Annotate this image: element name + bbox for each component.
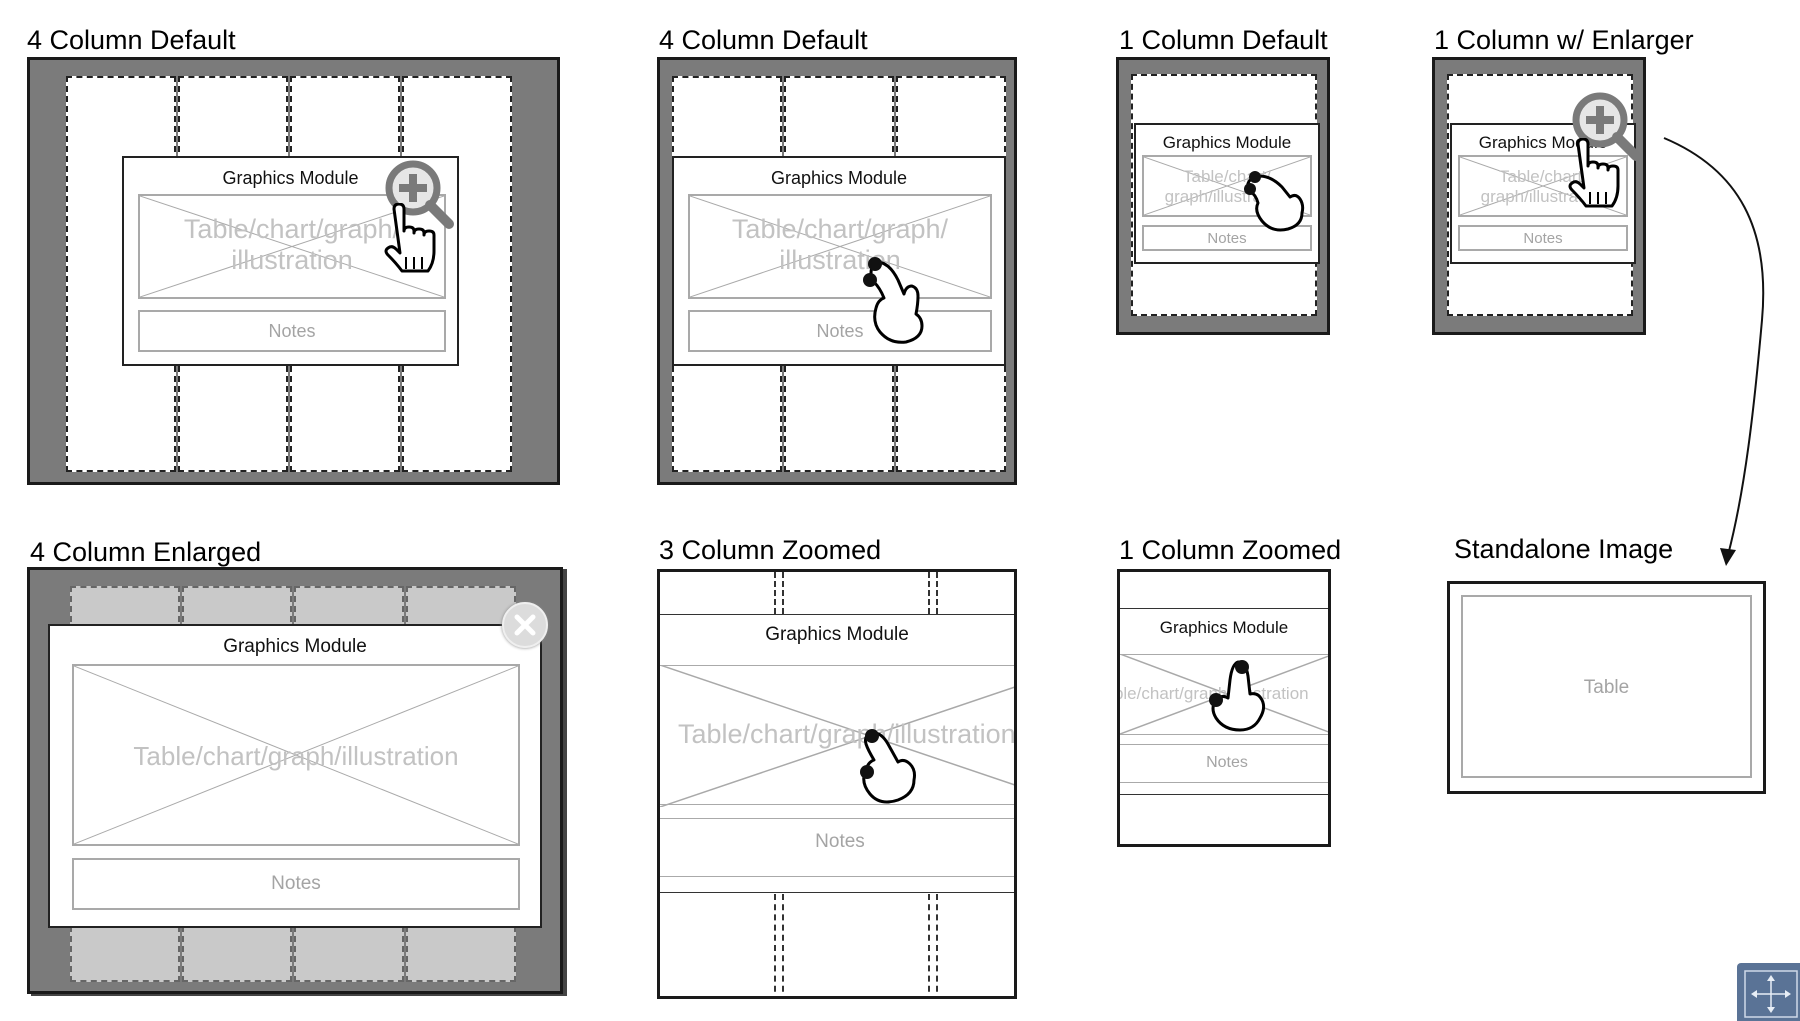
module-title: Graphics Module	[1159, 618, 1289, 637]
module-border-line	[1120, 608, 1328, 609]
column-guide	[928, 572, 930, 614]
pinch-gesture-icon	[858, 728, 930, 814]
panel-4-column-default-pinch: Graphics Module Table/chart/graph/ illus…	[657, 57, 1017, 485]
column-guide	[936, 572, 938, 614]
panel-title-4-column-default: 4 Column Default	[27, 25, 236, 55]
panel-title-1-column-default: 1 Column Default	[1119, 25, 1328, 55]
module-title: Graphics Module	[1162, 133, 1292, 152]
module-divider	[1120, 744, 1328, 745]
pointer-hand-icon	[378, 202, 440, 277]
module-title: Graphics Module	[765, 624, 909, 645]
module-divider	[1120, 782, 1328, 783]
notes-box: Notes	[72, 858, 520, 910]
module-title: Graphics Module	[223, 636, 367, 657]
placeholder-label: Table/chart/graph/ illustration	[731, 214, 949, 276]
module-border-line	[660, 892, 1014, 893]
graphics-module-enlarged[interactable]: Graphics Module Table/chart/graph/illust…	[48, 624, 542, 928]
zoom-in-magnifier-icon[interactable]	[383, 158, 455, 230]
zoom-in-magnifier-icon[interactable]	[1570, 90, 1642, 162]
placeholder-label: Table/chart/graph/illustration	[678, 719, 1016, 749]
fullscreen-button[interactable]	[1737, 963, 1800, 1021]
module-divider	[660, 665, 1014, 666]
graphic-placeholder: Table/chart/graph/ illustration	[138, 194, 446, 299]
column-guide	[928, 894, 930, 996]
graphic-placeholder: Table/chart/graph/ illustration	[688, 194, 992, 299]
pinch-gesture-icon	[1244, 165, 1314, 235]
module-title: Graphics Module	[222, 168, 359, 188]
panel-standalone-image: Table	[1447, 581, 1766, 794]
pinch-gesture-icon	[1206, 656, 1278, 742]
notes-box: Notes	[138, 310, 446, 352]
column-guide	[774, 572, 776, 614]
pinch-gesture-icon	[862, 250, 932, 345]
panel-title-3-column-zoomed: 3 Column Zoomed	[659, 535, 882, 565]
column-guide	[774, 894, 776, 996]
standalone-image-label: Table	[1583, 677, 1630, 698]
module-divider	[1120, 734, 1328, 735]
panel-4-column-default: Graphics Module Table/chart/graph/ illus…	[27, 57, 560, 485]
module-border-line	[1120, 794, 1328, 795]
module-divider	[1120, 654, 1328, 655]
column-guide	[782, 572, 784, 614]
panel-4-column-enlarged: Graphics Module Table/chart/graph/illust…	[27, 567, 563, 994]
graphic-placeholder: Table/chart/graph/illustration	[72, 664, 520, 846]
fullscreen-icon	[1744, 970, 1798, 1018]
graphics-module[interactable]: Graphics Module Table/chart/ graph/illus…	[1450, 123, 1636, 264]
graphics-module[interactable]: Graphics Module Table/chart/graph/ illus…	[672, 156, 1006, 366]
flow-arrow	[1663, 137, 1765, 566]
module-title: Graphics Module	[770, 168, 908, 188]
panel-title-4-column-enlarged: 4 Column Enlarged	[30, 537, 262, 567]
module-divider	[660, 876, 1014, 877]
close-icon[interactable]	[502, 602, 548, 648]
graphics-module[interactable]: Graphics Module Table/chart/graph/ illus…	[122, 156, 459, 366]
pointer-hand-icon	[1562, 137, 1624, 212]
standalone-image-content: Table	[1461, 595, 1752, 778]
placeholder-label: Table/chart/graph/illustration	[133, 741, 459, 771]
column-guide	[782, 894, 784, 996]
notes-box: Notes	[815, 831, 865, 852]
module-divider	[660, 804, 1014, 805]
module-border-line	[660, 614, 1014, 615]
module-title: Graphics Module	[1478, 133, 1608, 152]
graphic-placeholder: Table/chart/graph/illustration	[660, 665, 1016, 807]
placeholder-label: Table/chart/graph/ illustration	[183, 214, 401, 276]
module-divider	[660, 818, 1014, 819]
column-guide	[936, 894, 938, 996]
panel-title-1-column-zoomed: 1 Column Zoomed	[1119, 535, 1342, 565]
panel-title-4-column-default-pinch: 4 Column Default	[659, 25, 868, 55]
panel-3-column-zoomed: Graphics Module Table/chart/graph/illust…	[657, 569, 1017, 999]
panel-title-1-column-w-enlarger: 1 Column w/ Enlarger	[1434, 25, 1694, 55]
notes-box: Notes	[1458, 225, 1628, 251]
panel-title-standalone-image: Standalone Image	[1454, 534, 1674, 564]
notes-box: Notes	[688, 310, 992, 352]
notes-box: Notes	[1206, 754, 1248, 771]
